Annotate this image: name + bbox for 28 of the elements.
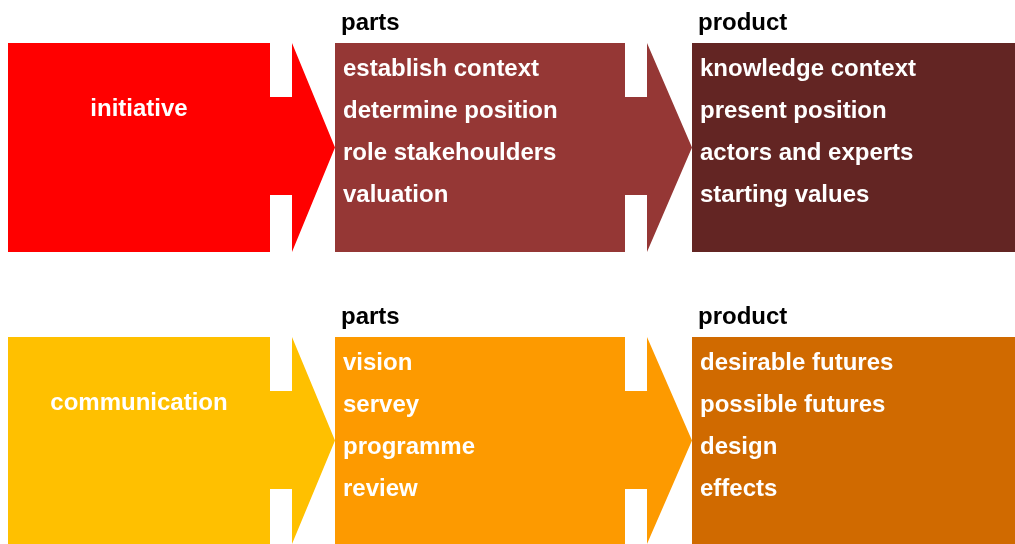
box-text: vision	[343, 347, 414, 377]
box-text: knowledge context	[700, 53, 918, 83]
box-text: effects	[700, 473, 779, 503]
column-heading: parts	[341, 301, 400, 331]
box-text: establish context	[343, 53, 541, 83]
block-arrow	[625, 43, 692, 252]
column-heading: product	[698, 301, 788, 331]
box-text: communication	[50, 387, 228, 417]
box-text: valuation	[343, 179, 450, 209]
box-text: starting values	[700, 179, 871, 209]
box-text: servey	[343, 389, 421, 419]
block-arrow	[270, 337, 335, 544]
box-text: initiative	[90, 93, 188, 123]
process-box	[8, 43, 270, 252]
block-arrow	[625, 337, 692, 544]
box-text: present position	[700, 95, 888, 125]
box-text: actors and experts	[700, 137, 915, 167]
box-text: role stakehoulders	[343, 137, 558, 167]
box-text: determine position	[343, 95, 559, 125]
box-text: design	[700, 431, 779, 461]
box-text: programme	[343, 431, 477, 461]
box-text: review	[343, 473, 419, 503]
box-text: possible futures	[700, 389, 887, 419]
block-arrow	[270, 43, 335, 252]
box-text: desirable futures	[700, 347, 895, 377]
column-heading: product	[698, 7, 788, 37]
process-box	[8, 337, 270, 544]
column-heading: parts	[341, 7, 400, 37]
